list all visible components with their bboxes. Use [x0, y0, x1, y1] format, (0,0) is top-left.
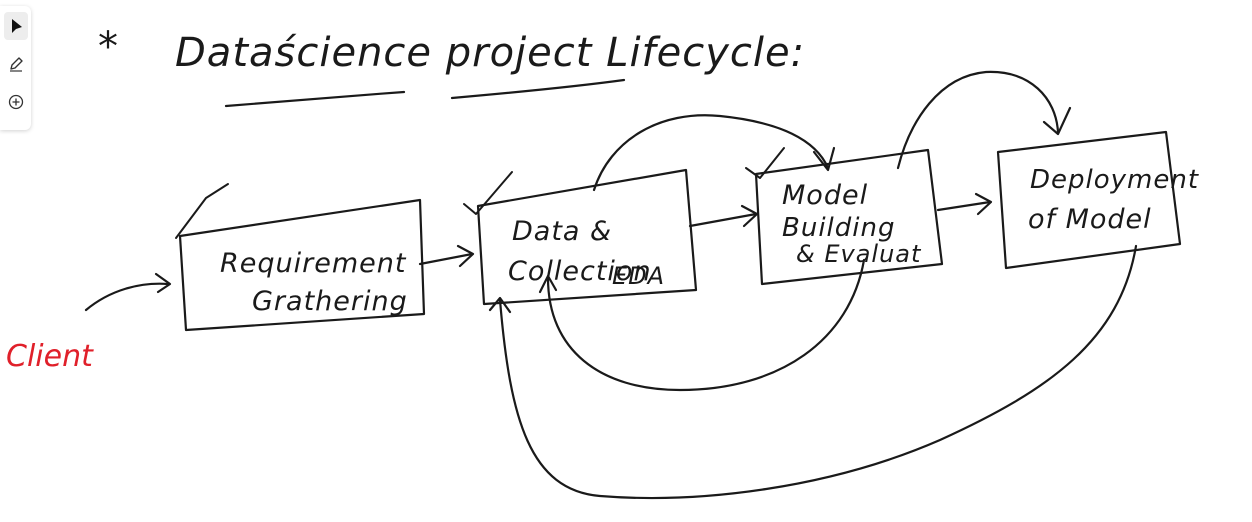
data-collection-box [476, 168, 698, 306]
loop-arrowhead-data-to-model [812, 146, 836, 172]
arrow-requirement-to-data [418, 252, 474, 266]
data-collection-label-line1: Data & [512, 216, 612, 247]
arrow-data-to-model [688, 212, 758, 228]
deployment-label-line2: of Model [1028, 204, 1152, 235]
requirement-box [178, 198, 426, 332]
feedback-arrow-deployment-to-data [498, 244, 1138, 500]
client-arrowhead [154, 272, 172, 294]
requirement-label-line1: Requirement [220, 248, 407, 279]
arrow-model-to-deployment [936, 200, 992, 212]
model-building-label-line3: & Evaluat [796, 240, 922, 268]
data-collection-check [463, 171, 513, 215]
data-collection-label-line2: Collection [508, 256, 652, 287]
feedback-arrowhead-model-to-data [538, 274, 558, 294]
model-building-label-line2: Building [782, 213, 895, 243]
deployment-label-line1: Deployment [1030, 165, 1199, 195]
model-building-check [745, 147, 785, 179]
arrowhead-model-to-deployment [974, 192, 993, 216]
client-label: Client [6, 339, 94, 374]
cursor-icon [11, 19, 22, 33]
deployment-box [996, 130, 1182, 270]
drawing-toolbar [0, 6, 31, 130]
arrowhead-requirement-to-data [456, 244, 475, 268]
client-arrow [84, 282, 170, 312]
requirement-label-line2: Grathering [252, 286, 408, 317]
requirement-check [175, 183, 229, 239]
title-underline-2 [450, 78, 626, 100]
feedback-arrow-model-to-data [546, 258, 866, 392]
pen-icon [9, 57, 23, 72]
arrowhead-data-to-model [740, 204, 759, 228]
add-circle-icon [8, 94, 23, 110]
loop-arrow-model-to-deployment [896, 70, 1060, 170]
diagram-title: Dataścience project Lifecycle: [175, 30, 805, 76]
title-bullet: * [98, 24, 119, 70]
select-tool-button[interactable] [3, 12, 28, 40]
title-underline-1 [224, 90, 406, 108]
model-building-box [754, 148, 944, 286]
data-collection-label-line3: EDA [612, 262, 665, 290]
model-building-label-line1: Model [782, 180, 868, 211]
add-tool-button[interactable] [4, 88, 28, 116]
loop-arrowhead-model-to-deployment [1042, 106, 1072, 136]
loop-arrow-data-to-model [592, 114, 830, 192]
feedback-arrowhead-deployment-to-data [488, 296, 512, 314]
pen-tool-button[interactable] [4, 50, 28, 78]
